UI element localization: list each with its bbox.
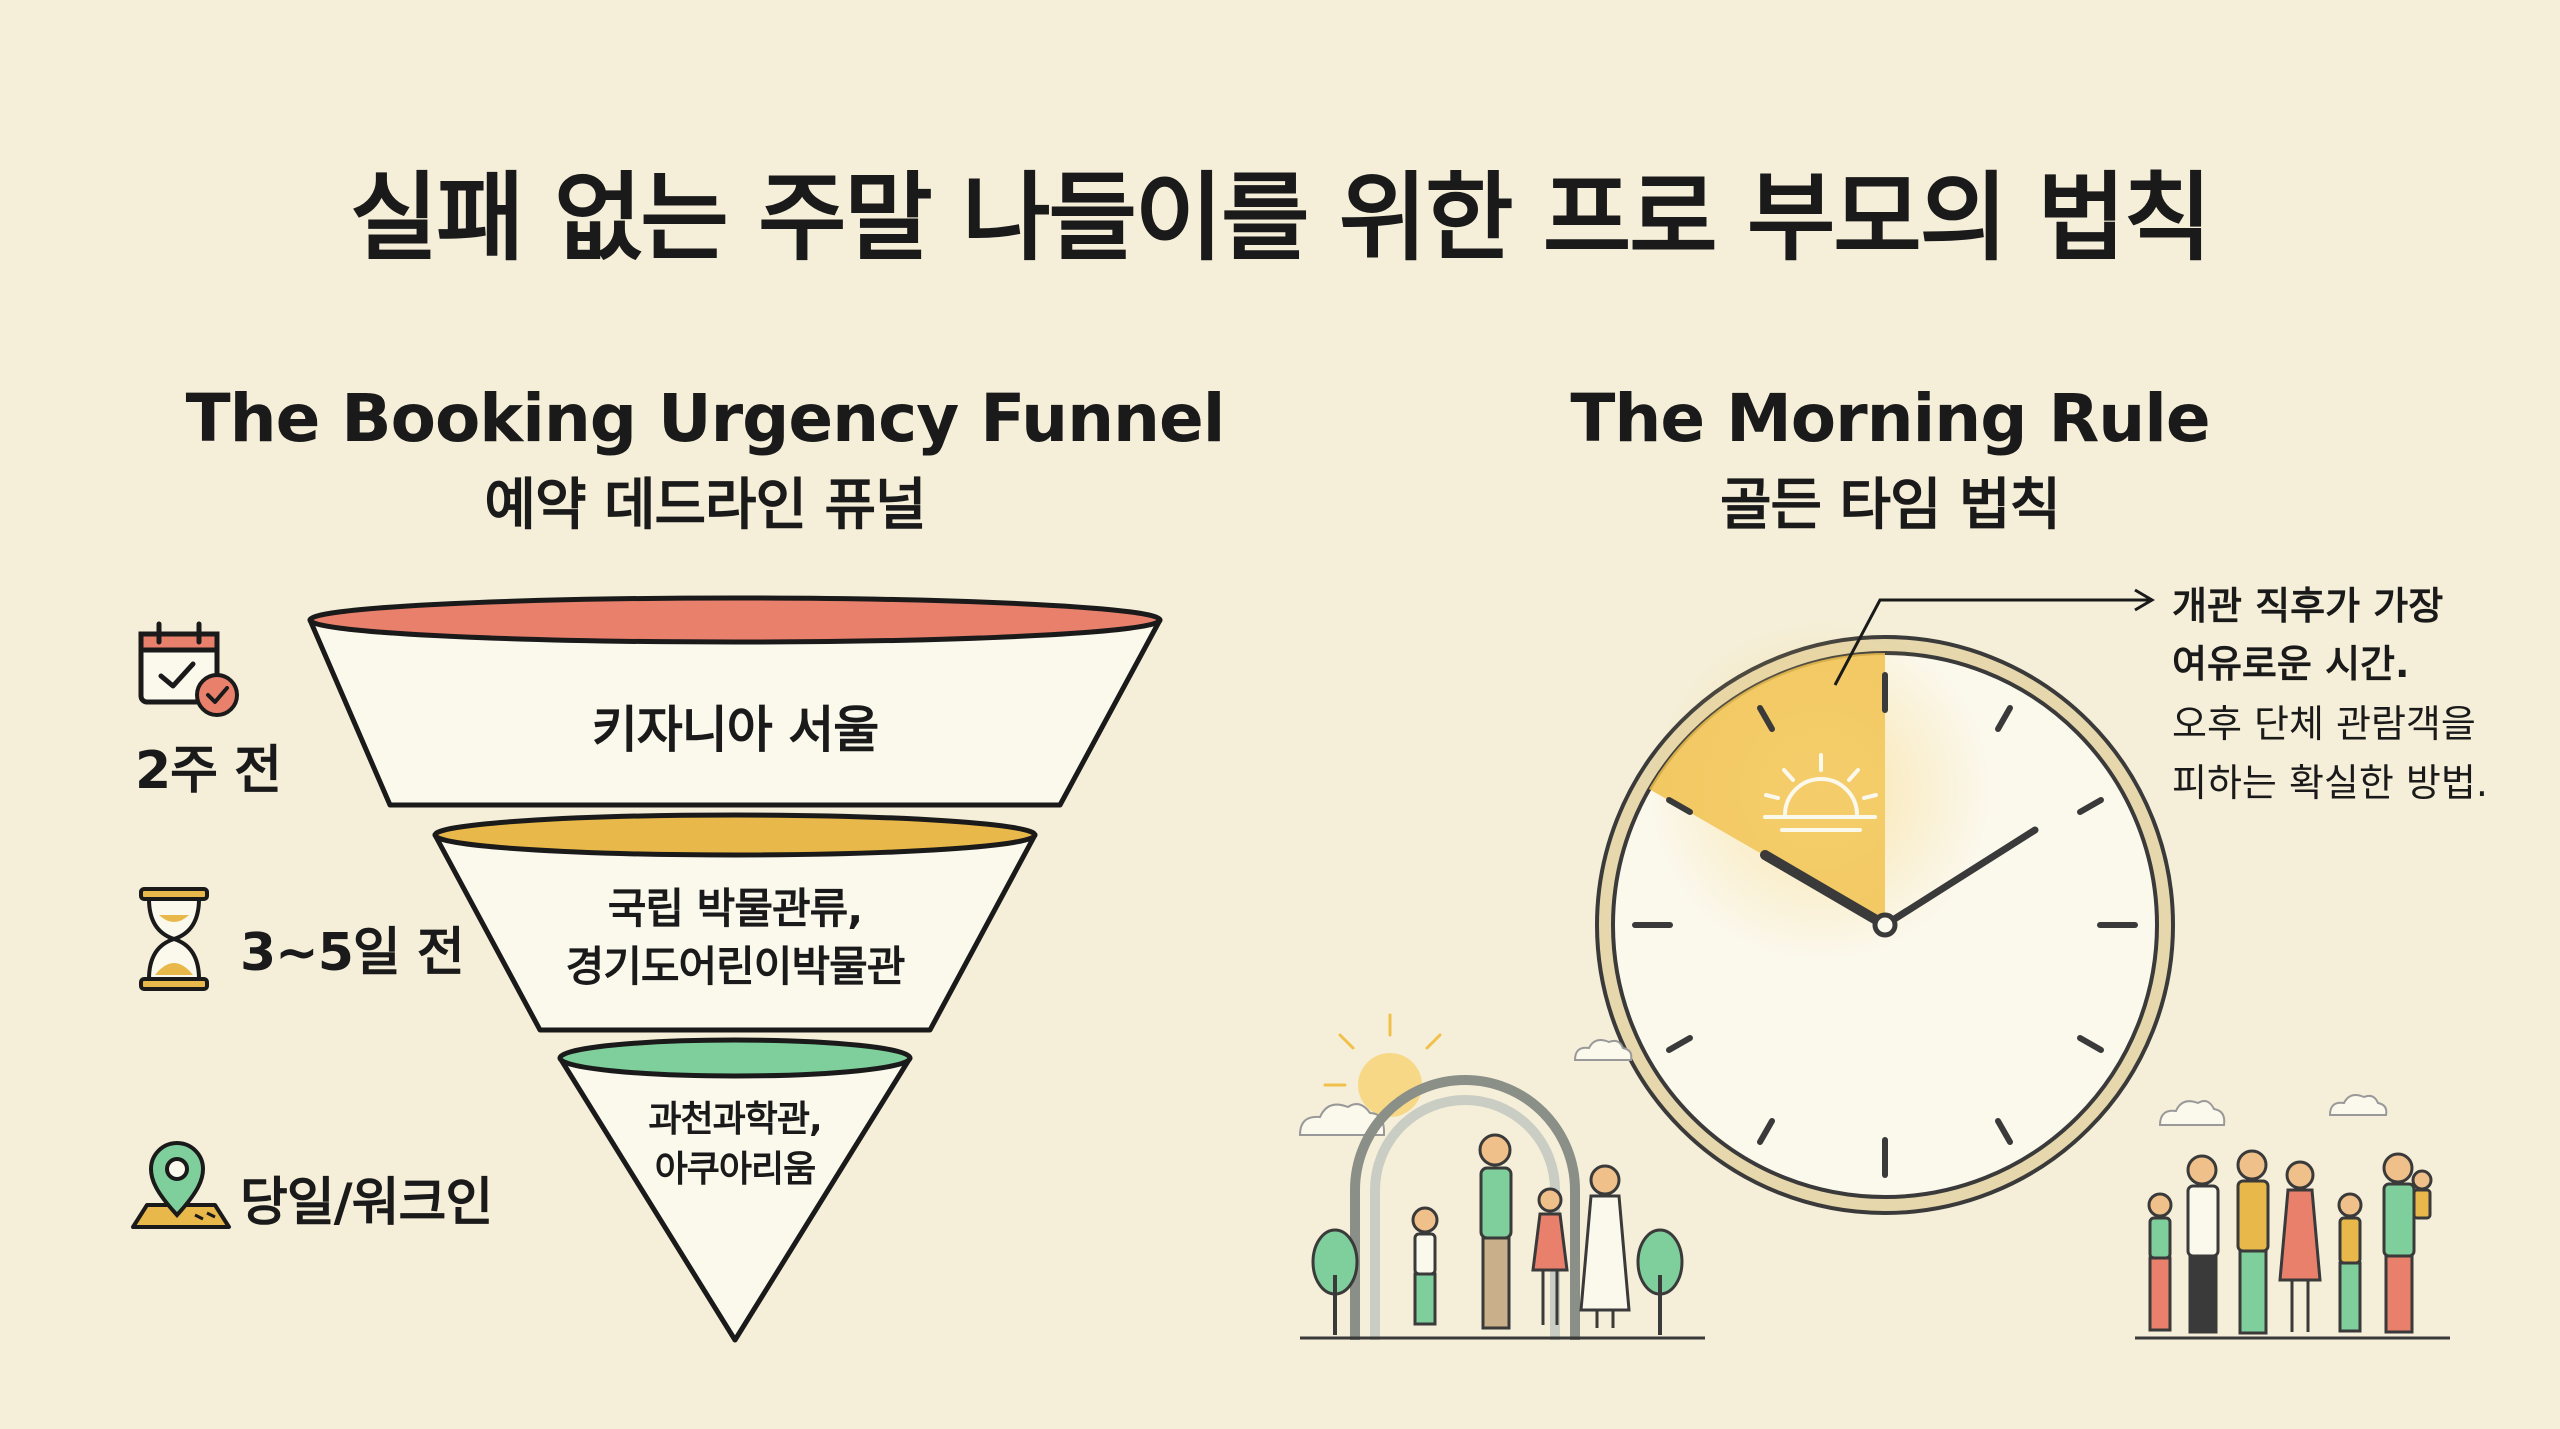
note-line-1: 오후 단체 관람객을 bbox=[2172, 702, 2476, 746]
funnel-subtitle: 예약 데드라인 퓨널 bbox=[484, 473, 926, 538]
funnel-tier-1 bbox=[307, 595, 1163, 808]
booking-funnel bbox=[307, 595, 1163, 1343]
note-bold-line-1: 개관 직후가 가장 bbox=[2172, 584, 2444, 628]
family-group-illustration bbox=[2135, 1094, 2450, 1340]
note-bold-line-2: 여유로운 시간. bbox=[2172, 642, 2410, 686]
morning-title: The Morning Rule bbox=[1570, 380, 2210, 457]
clock-icon bbox=[1595, 588, 2175, 1215]
funnel-tier-2 bbox=[432, 812, 1038, 1033]
funnel-tier-2-label: 국립 박물관류, 경기도어린이박물관 bbox=[565, 884, 906, 991]
funnel-tier-3 bbox=[557, 1037, 913, 1343]
morning-subtitle: 골든 타임 법칙 bbox=[1719, 473, 2061, 538]
calendar-check-icon bbox=[138, 621, 239, 717]
funnel-title: The Booking Urgency Funnel bbox=[185, 380, 1226, 457]
timing-label-2: 3~5일 전 bbox=[240, 923, 465, 983]
map-pin-icon bbox=[131, 1141, 231, 1229]
page-title: 실패 없는 주말 나들이를 위한 프로 부모의 법칙 bbox=[349, 162, 2212, 274]
funnel-tier-3-rim bbox=[557, 1037, 913, 1079]
funnel-tier-3-label: 과천과학관, 아쿠아리움 bbox=[648, 1099, 822, 1190]
family-arch-illustration bbox=[1298, 1013, 1705, 1340]
timing-label-1: 2주 전 bbox=[135, 741, 282, 801]
funnel-tier-1-rim bbox=[307, 595, 1163, 645]
funnel-tier-1-label: 키자니아 서울 bbox=[591, 701, 879, 759]
sunrise-icon bbox=[1763, 753, 1878, 832]
hourglass-icon bbox=[139, 887, 209, 991]
timing-label-3: 당일/워크인 bbox=[240, 1173, 493, 1233]
note-line-2: 피하는 확실한 방법. bbox=[2172, 761, 2488, 805]
funnel-tier-2-rim bbox=[432, 812, 1038, 858]
